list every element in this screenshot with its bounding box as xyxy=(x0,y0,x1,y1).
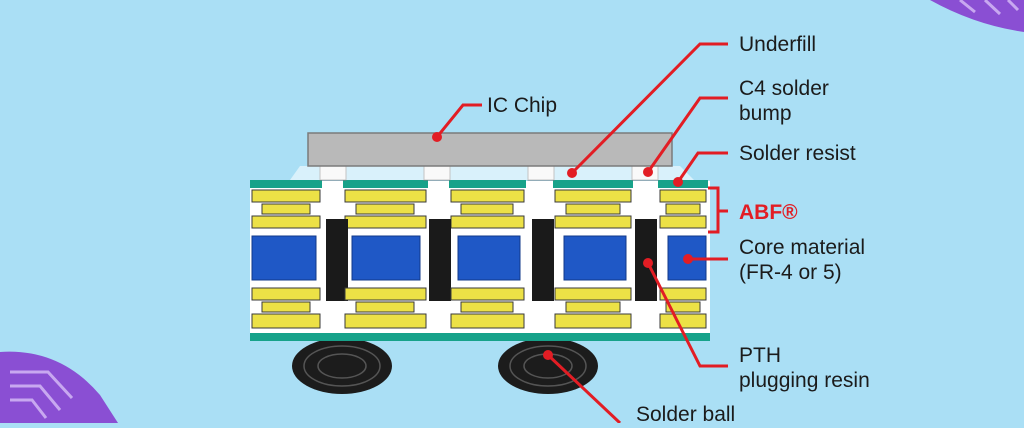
ic-chip xyxy=(307,132,673,167)
label-solder-ball: Solder ball xyxy=(636,403,736,426)
decor-circuit-bottom-left xyxy=(0,351,118,423)
label-core-material: Core material (FR-4 or 5) xyxy=(739,235,865,285)
decor-circuit-top-right xyxy=(930,0,1024,32)
leader-dots xyxy=(432,132,693,360)
solder-balls xyxy=(292,338,598,394)
label-core-line1: Core material xyxy=(739,236,866,259)
label-abf: ABF® xyxy=(739,201,798,224)
leader-lines xyxy=(435,42,728,425)
abf-layers-top xyxy=(251,189,707,229)
label-c4-solder-bump: C4 solder bump xyxy=(739,76,829,126)
top-solder-resist xyxy=(250,180,708,188)
label-c4-line1: C4 solder xyxy=(739,77,829,100)
label-pth-plugging-resin: PTH plugging resin xyxy=(739,343,870,393)
label-pth-line1: PTH xyxy=(739,344,781,367)
label-solder-resist: Solder resist xyxy=(739,142,856,165)
label-pth-line2: plugging resin xyxy=(739,369,870,392)
underfill xyxy=(290,166,694,180)
bottom-solder-resist xyxy=(250,333,710,341)
label-ic-chip: IC Chip xyxy=(487,94,558,117)
label-underfill: Underfill xyxy=(739,33,817,56)
abf-layers-bottom xyxy=(251,287,707,329)
label-core-line2: (FR-4 or 5) xyxy=(739,261,842,284)
core-blocks xyxy=(251,235,707,281)
label-c4-line2: bump xyxy=(739,102,792,125)
